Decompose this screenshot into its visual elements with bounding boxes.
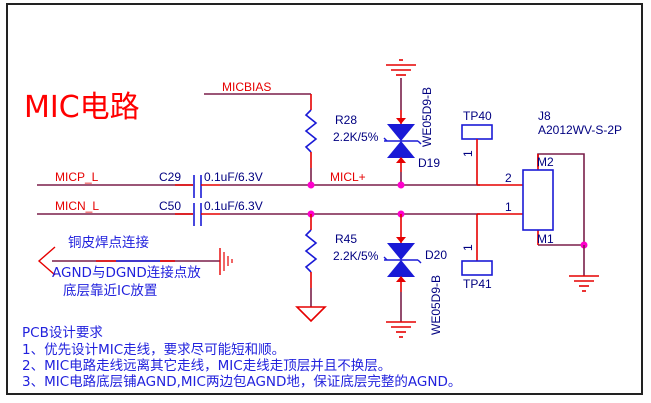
tvs-diode-d20[interactable]: D20 WE05D9-B — [383, 214, 447, 338]
micl-plus-label: MICL+ — [330, 170, 366, 184]
d20-ref: D20 — [425, 248, 447, 262]
d20-part: WE05D9-B — [429, 275, 443, 335]
micp-net: MICP_L — [37, 170, 193, 186]
j8-part: A2012WV-S-2P — [538, 123, 622, 137]
pcb-note-2: 2、MIC电路走线远离其它走线，MIC走线走顶层并且不换层。 — [22, 357, 391, 374]
tp41-ref: TP41 — [463, 277, 492, 291]
c50-ref: C50 — [159, 199, 181, 213]
connector-j8[interactable]: J8 A2012WV-S-2P M2 M1 2 1 — [505, 109, 622, 292]
pcb-notes-heading: PCB设计要求 — [22, 325, 103, 341]
c29-value: 0.1uF/6.3V — [204, 170, 263, 184]
tvs-diode-d19[interactable]: D19 WE05D9-B — [383, 59, 440, 185]
d19-ref: D19 — [418, 156, 440, 170]
schematic-frame — [6, 3, 643, 395]
junction-r28 — [307, 181, 315, 189]
copper-note: 铜皮焊点连接 — [68, 234, 149, 251]
j8-ref: J8 — [538, 109, 551, 123]
c29-ref: C29 — [159, 170, 181, 184]
c50-value: 0.1uF/6.3V — [204, 199, 263, 213]
schematic-title: MIC电路 — [24, 90, 140, 125]
agnd-arrow-icon — [37, 246, 56, 276]
junction-d19 — [397, 181, 405, 189]
capacitor-c29[interactable]: C29 0.1uF/6.3V — [159, 170, 480, 198]
capacitor-c50[interactable]: C50 0.1uF/6.3V — [159, 199, 480, 226]
agnd-symbol-icon — [295, 306, 327, 323]
micbias-net: MICBIAS — [204, 80, 311, 95]
r28-ref: R28 — [335, 113, 357, 127]
d19-part: WE05D9-B — [420, 87, 434, 147]
pcb-note-1: 1、优先设计MIC走线，要求尽可能短和顺。 — [22, 342, 285, 358]
r28-value: 2.2K/5% — [333, 130, 379, 144]
j8-pin-1: 1 — [505, 200, 512, 214]
tp40-ref: TP40 — [463, 109, 492, 123]
agnd-note-line2: 底层靠近IC放置 — [63, 283, 157, 299]
tp40-pin: 1 — [461, 150, 475, 157]
tp41-pin: 1 — [461, 244, 475, 251]
agnd-note-line1: AGND与DGND连接点放 — [52, 264, 201, 281]
testpoint-tp40[interactable]: TP40 1 — [461, 109, 523, 186]
micn-net: MICN_L — [37, 199, 193, 215]
r45-ref: R45 — [335, 232, 357, 246]
r45-value: 2.2K/5% — [333, 249, 379, 263]
net-tie-agnd-dgnd[interactable] — [37, 246, 233, 276]
pcb-note-3: 3、MIC电路底层铺AGND,MIC两边包AGND地，保证底层完整的AGND。 — [22, 374, 461, 390]
micp-label: MICP_L — [55, 170, 99, 184]
micn-label: MICN_L — [55, 199, 99, 213]
j8-pin-2: 2 — [505, 171, 512, 185]
j8-pin-m2: M2 — [537, 155, 554, 169]
resistor-r45[interactable]: R45 2.2K/5% — [295, 214, 379, 323]
j8-pin-m1: M1 — [537, 232, 554, 246]
micbias-label: MICBIAS — [222, 80, 271, 94]
resistor-r28[interactable]: R28 2.2K/5% — [304, 94, 379, 185]
testpoint-tp41[interactable]: TP41 1 — [461, 213, 523, 291]
